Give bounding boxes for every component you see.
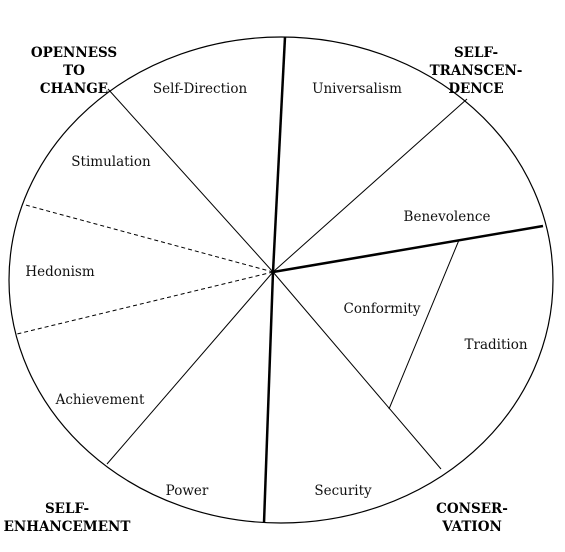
divider-universalism-benevolence [272,98,468,273]
dimension-self-transcendence-line-1: SELF- [454,45,498,61]
outer-circle [8,36,554,524]
label-power: Power [166,483,209,499]
dimension-openness-line-1: OPENNESS [31,45,117,61]
axis-right [272,224,544,274]
label-security: Security [314,483,372,499]
label-benevolence: Benevolence [404,209,491,225]
dimension-openness-line-2: TO [63,63,85,79]
dimension-self-transcendence-line-2: TRANSCEN- [430,63,523,79]
dimension-conservation-line-1: CONSER- [436,501,508,517]
divider-selfdirection-stimulation [107,88,274,273]
divider-conformity-tradition [388,239,460,410]
label-self-direction: Self-Direction [153,81,248,97]
dimension-conservation-line-2: VATION [441,519,502,535]
dimension-self-enhancement-line-1: SELF- [45,501,89,517]
dimension-self-transcendence-line-3: DENCE [448,81,503,97]
label-achievement: Achievement [55,392,145,408]
dashed-divider-hedonism-achievement [16,271,274,335]
axis-bottom [262,271,275,524]
label-tradition: Tradition [464,337,527,353]
axis-top [271,36,287,273]
label-hedonism: Hedonism [25,264,94,280]
dimension-self-enhancement-line-2: ENHANCEMENT [4,519,131,535]
divider-security-tradition [272,271,442,470]
label-universalism: Universalism [312,81,402,97]
divider-power-achievement [106,271,274,465]
label-conformity: Conformity [344,301,421,317]
label-stimulation: Stimulation [71,154,151,170]
dashed-divider-stimulation-hedonism [21,203,274,273]
dimension-openness-line-3: CHANGE [40,81,108,97]
